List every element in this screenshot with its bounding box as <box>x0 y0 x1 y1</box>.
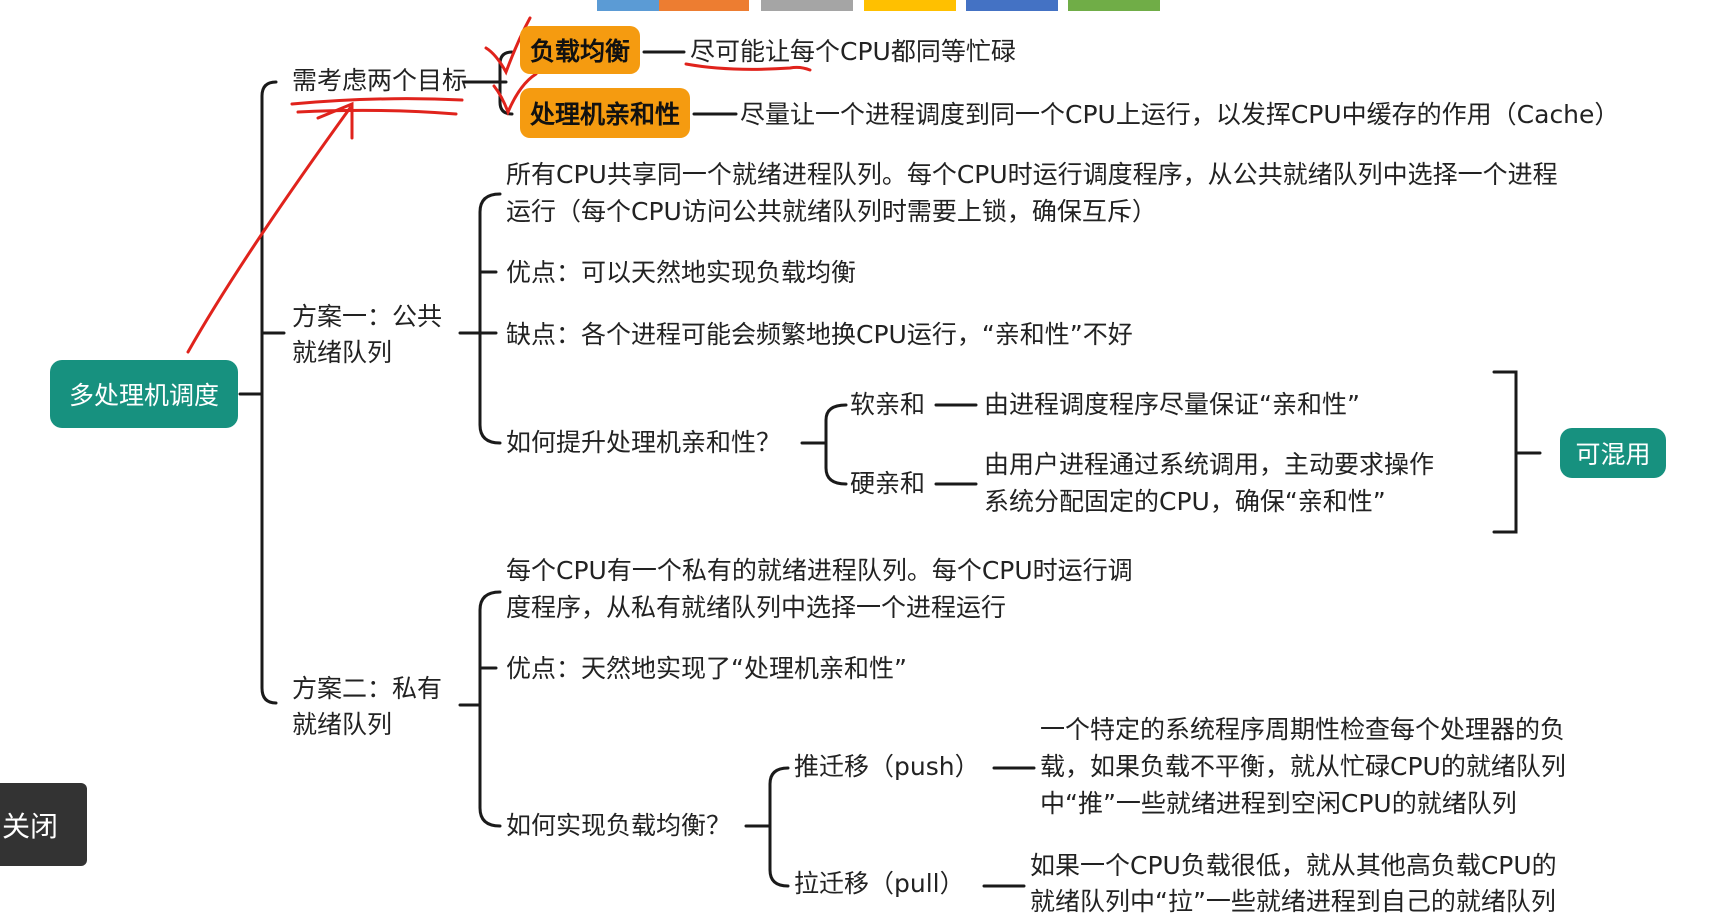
pull-migration-desc-line1: 如果一个CPU负载很低，就从其他高负载CPU的 <box>1030 851 1557 880</box>
goal-affinity: 处理机亲和性 <box>520 88 690 138</box>
close-button[interactable]: 关闭 <box>0 783 87 866</box>
push-migration-desc-line2: 载，如果负载不平衡，就从忙碌CPU的就绪队列 <box>1040 752 1566 781</box>
color-strip-4 <box>864 0 956 11</box>
scheme1-desc-line1: 所有CPU共享同一个就绪进程队列。每个CPU时运行调度程序，从公共就绪队列中选择… <box>506 160 1558 189</box>
hard-affinity-desc-line1: 由用户进程通过系统调用，主动要求操作 <box>984 450 1435 479</box>
soft-affinity-label: 软亲和 <box>850 390 926 419</box>
goals-label: 需考虑两个目标 <box>292 66 468 95</box>
color-strip-3 <box>761 0 853 11</box>
scheme1-label-line1: 方案一：公共 <box>292 302 443 331</box>
push-migration-label: 推迁移（push） <box>794 752 980 781</box>
soft-affinity-desc: 由进程调度程序尽量保证“亲和性” <box>984 390 1360 419</box>
scheme2-label-line2: 就绪队列 <box>292 710 393 739</box>
pull-migration-label: 拉迁移（pull） <box>794 869 965 898</box>
color-strip-5 <box>966 0 1058 11</box>
scheme1-how: 如何提升处理机亲和性？ <box>506 428 782 457</box>
goal-load-balance: 负载均衡 <box>520 26 640 74</box>
color-strip-1 <box>597 0 681 11</box>
push-migration-desc-line3: 中“推”一些就绪进程到空闲CPU的就绪队列 <box>1040 789 1517 818</box>
scheme1-con: 缺点：各个进程可能会频繁地换CPU运行，“亲和性”不好 <box>506 320 1133 349</box>
scheme2-desc-line2: 度程序，从私有就绪队列中选择一个进程运行 <box>506 593 1007 622</box>
scheme1-label-line2: 就绪队列 <box>292 338 393 367</box>
goal-affinity-desc: 尽量让一个进程调度到同一个CPU上运行，以发挥CPU中缓存的作用（Cache） <box>740 100 1620 129</box>
color-strip-6 <box>1068 0 1160 11</box>
hard-affinity-desc-line2: 系统分配固定的CPU，确保“亲和性” <box>984 487 1386 516</box>
goal-load-balance-desc: 尽可能让每个CPU都同等忙碌 <box>690 37 1016 66</box>
pull-migration-desc-line2: 就绪队列中“拉”一些就绪进程到自己的就绪队列 <box>1030 887 1556 916</box>
mixable-badge: 可混用 <box>1560 428 1666 478</box>
scheme2-pro: 优点：天然地实现了“处理机亲和性” <box>506 654 907 683</box>
scheme2-how: 如何实现负载均衡？ <box>506 811 732 840</box>
scheme1-pro: 优点：可以天然地实现负载均衡 <box>506 258 857 287</box>
color-strip-2 <box>659 0 749 11</box>
scheme1-desc-line2: 运行（每个CPU访问公共就绪队列时需要上锁，确保互斥） <box>506 197 1157 226</box>
hard-affinity-label: 硬亲和 <box>850 469 926 498</box>
scheme2-label-line1: 方案二：私有 <box>292 674 443 703</box>
scheme2-desc-line1: 每个CPU有一个私有的就绪进程队列。每个CPU时运行调 <box>506 556 1133 585</box>
root-node: 多处理机调度 <box>50 360 238 428</box>
push-migration-desc-line1: 一个特定的系统程序周期性检查每个处理器的负 <box>1040 715 1566 744</box>
